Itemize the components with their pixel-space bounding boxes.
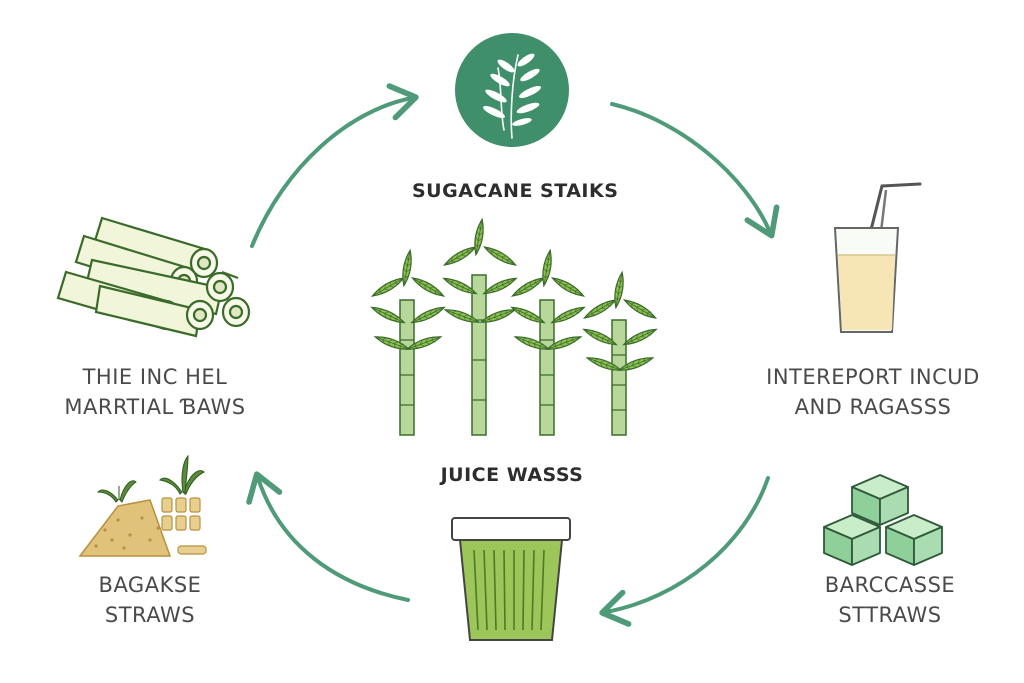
label-left: THIE INC HEL MARRTIAL ƁAWS [55,362,255,422]
label-right: INTEREPORT INCUD AND RAGASSS [748,362,998,422]
label-bottom-left-line2: STRAWS [104,603,196,627]
sugarcane-plants-icon [369,218,659,436]
label-right-line1: INTEREPORT INCUD [766,365,980,389]
bamboo-bundle-icon [56,216,251,338]
label-center: JUICE WASSS [440,464,584,486]
label-bottom-right: BARCCASSE STTRAWS [800,570,980,630]
arrow-top-right [610,102,780,239]
arrow-bottom-left [246,471,410,602]
bagasse-pile-icon [78,454,207,557]
label-bottom-right-line1: BARCCASSE [824,573,956,597]
label-bottom-left-line1: BAGAKSE [98,573,202,597]
label-left-line1: THIE INC HEL [82,365,228,389]
label-left-line2: MARRTIAL ƁAWS [64,395,246,419]
label-top: SUGACANE STAIKS [412,180,619,202]
sugar-cubes-icon [823,474,943,566]
juice-bin-icon [451,517,571,641]
sugarcane-sprig-icon [455,33,569,147]
label-bottom-right-line2: STTRAWS [838,603,942,627]
arrow-top-left [250,83,419,248]
arrow-bottom-right [599,476,770,627]
label-bottom-left: BAGAKSE STRAWS [70,570,230,630]
label-right-line2: AND RAGASSS [794,395,952,419]
juice-glass-icon [833,182,922,333]
cycle-arrows [246,83,780,627]
